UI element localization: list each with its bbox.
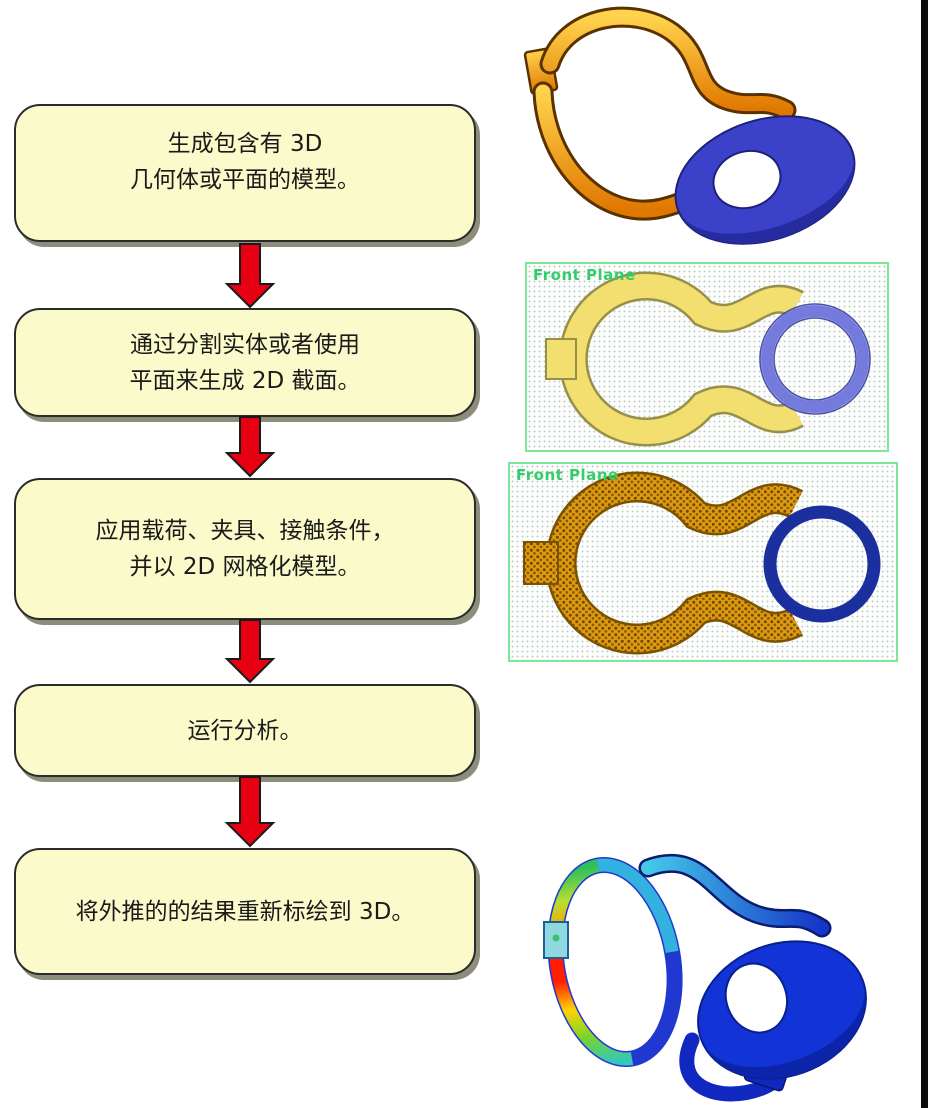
section-sketch-image	[545, 271, 871, 447]
flow-step-4-line-1: 运行分析。	[187, 717, 303, 744]
circular-ring-shape	[759, 303, 871, 415]
meshed-profile-shape	[523, 471, 804, 655]
flow-step-3: 应用载荷、夹具、接触条件， 并以 2D 网格化模型。	[14, 478, 476, 620]
front-plane-mesh-panel: Front Plane	[508, 462, 898, 662]
cylinder-shape	[674, 115, 856, 245]
front-plane-sketch-panel: Front Plane	[525, 262, 889, 452]
flow-step-5: 将外推的的结果重新标绘到 3D。	[14, 848, 476, 975]
down-arrow-icon-4	[224, 776, 276, 848]
flow-step-2: 通过分割实体或者使用 平面来生成 2D 截面。	[14, 308, 476, 417]
ring-navy-shape	[763, 505, 881, 623]
flow-step-1: 生成包含有 3D 几何体或平面的模型。	[14, 104, 476, 242]
flow-step-1-line-1: 生成包含有 3D	[167, 131, 323, 157]
down-arrow-icon-2	[224, 416, 276, 478]
flow-step-3-line-1: 应用载荷、夹具、接触条件，	[95, 518, 395, 544]
page-right-border	[921, 0, 928, 1108]
down-arrow-icon-1	[224, 243, 276, 309]
front-plane-label: Front Plane	[516, 466, 619, 484]
section-mesh-image	[523, 471, 881, 655]
stress-rainbow-arc	[548, 859, 634, 1066]
flow-step-4: 运行分析。	[14, 684, 476, 777]
fixture-tab-shape	[543, 921, 569, 959]
section-profile-shape	[545, 271, 804, 447]
flow-step-3-line-2: 并以 2D 网格化模型。	[129, 554, 361, 580]
front-plane-label: Front Plane	[533, 266, 636, 284]
result-cylinder-shape	[697, 940, 867, 1080]
upper-band-shape	[638, 853, 832, 938]
model-3d-image	[523, 6, 856, 245]
flow-step-5-line-1: 将外推的的结果重新标绘到 3D。	[75, 898, 415, 925]
result-plot-image	[543, 853, 867, 1102]
stress-ring-shape	[547, 856, 683, 1068]
flow-step-2-line-2: 平面来生成 2D 截面。	[129, 367, 361, 394]
flow-step-1-line-2: 几何体或平面的模型。	[130, 167, 360, 193]
down-arrow-icon-3	[224, 619, 276, 684]
flow-step-2-line-1: 通过分割实体或者使用	[130, 331, 360, 358]
